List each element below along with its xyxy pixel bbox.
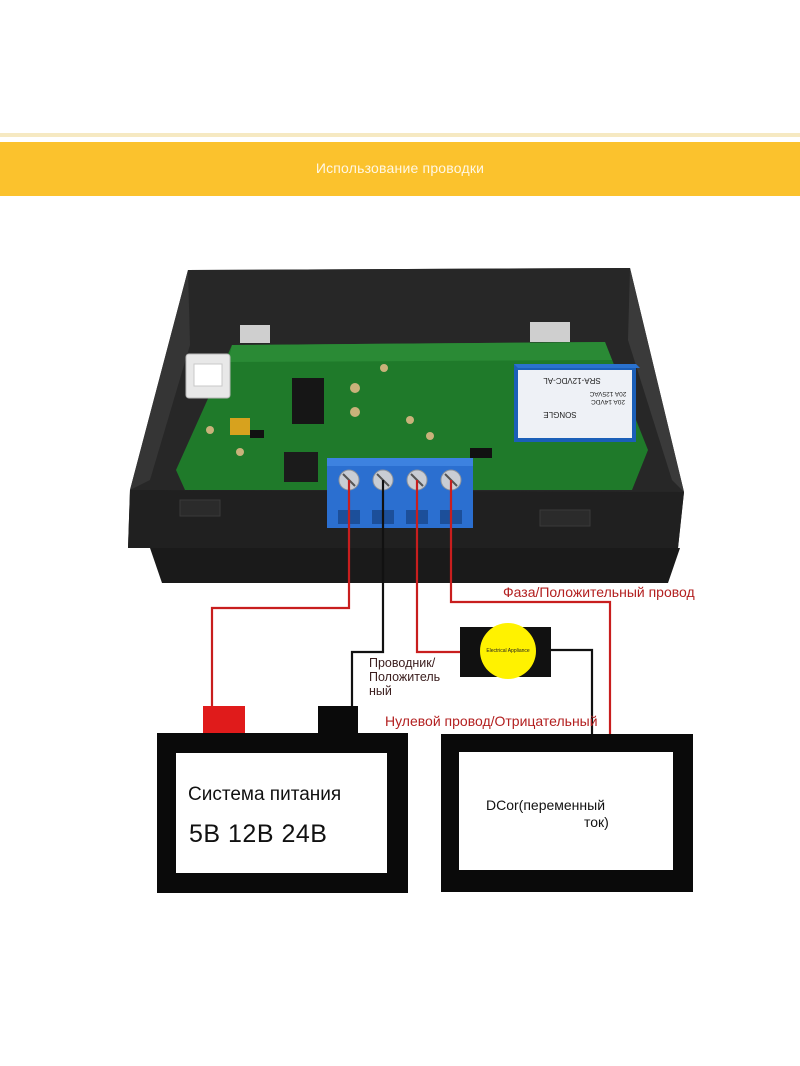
power-supply-panel xyxy=(176,753,387,873)
via-1 xyxy=(350,383,360,393)
terminal-block-top xyxy=(327,458,473,466)
relay-label-panel xyxy=(518,370,632,438)
wire-phase xyxy=(449,480,612,736)
mount-tab-left xyxy=(240,325,270,343)
jst-connector-slot xyxy=(193,363,223,387)
power-supply-voltages: 5В 12В 24В xyxy=(189,820,328,848)
wire-power-negative xyxy=(350,480,385,710)
label-conductor-line3: ный xyxy=(369,684,392,698)
relay-brand-text: SONGLE xyxy=(543,410,576,419)
load-source-panel xyxy=(459,752,673,870)
power-supply-title: Система питания xyxy=(188,784,342,805)
relay-rating1-text: 20A 14VDC xyxy=(591,398,625,405)
relay-top xyxy=(514,364,640,368)
via-4 xyxy=(406,416,414,424)
via-2 xyxy=(350,407,360,417)
power-supply xyxy=(157,706,408,893)
power-supply-terminal-negative xyxy=(318,706,358,736)
relay-rating2-text: 20A 125VAC xyxy=(589,390,626,397)
transistor-1 xyxy=(250,430,264,438)
label-neutral-negative: Нулевой провод/Отрицательный xyxy=(385,713,598,729)
load-source xyxy=(441,734,693,892)
via-7 xyxy=(236,448,244,456)
appliance-label: Electrical Appliance xyxy=(486,648,530,654)
via-5 xyxy=(426,432,434,440)
load-source-line1: DCor(переменный xyxy=(486,797,606,813)
ic-chip xyxy=(292,378,324,424)
load-source-line2: ток) xyxy=(584,814,609,830)
mount-tab-right xyxy=(530,322,570,342)
front-clip-left xyxy=(179,499,221,517)
top-divider xyxy=(0,133,800,137)
relay-model-text: SRA-12VDC-AL xyxy=(543,376,601,385)
electrical-appliance xyxy=(460,623,551,679)
wire-relay-to-appliance xyxy=(415,480,462,654)
power-supply-terminal-positive xyxy=(203,706,245,733)
pcb-shading xyxy=(228,342,612,362)
transistor-2 xyxy=(470,448,492,458)
enclosure-right-wall xyxy=(628,268,684,492)
banner-title: Использование проводки xyxy=(315,160,485,176)
enclosure-bezel xyxy=(150,548,680,583)
ic-chip-small xyxy=(284,452,318,482)
via-6 xyxy=(206,426,214,434)
relay: SRA-12VDC-AL SONGLE 20A 14VDC 20A 125VAC xyxy=(514,364,640,442)
controller-module: SRA-12VDC-AL SONGLE 20A 14VDC 20A 125VAC xyxy=(128,268,684,583)
front-clip-right xyxy=(539,509,591,527)
wire-appliance-to-load xyxy=(550,648,594,736)
enclosure-left-wall xyxy=(130,270,190,490)
header-banner xyxy=(0,142,800,196)
label-phase-positive: Фаза/Положительный провод xyxy=(503,584,695,600)
wires xyxy=(210,480,612,736)
label-conductor-line1: Проводник/ xyxy=(369,656,436,670)
wire-power-positive xyxy=(210,480,351,708)
capacitor-yellow xyxy=(230,418,250,435)
appliance-lamp xyxy=(480,623,536,679)
label-conductor-line2: Положитель xyxy=(369,670,441,684)
via-3 xyxy=(380,364,388,372)
